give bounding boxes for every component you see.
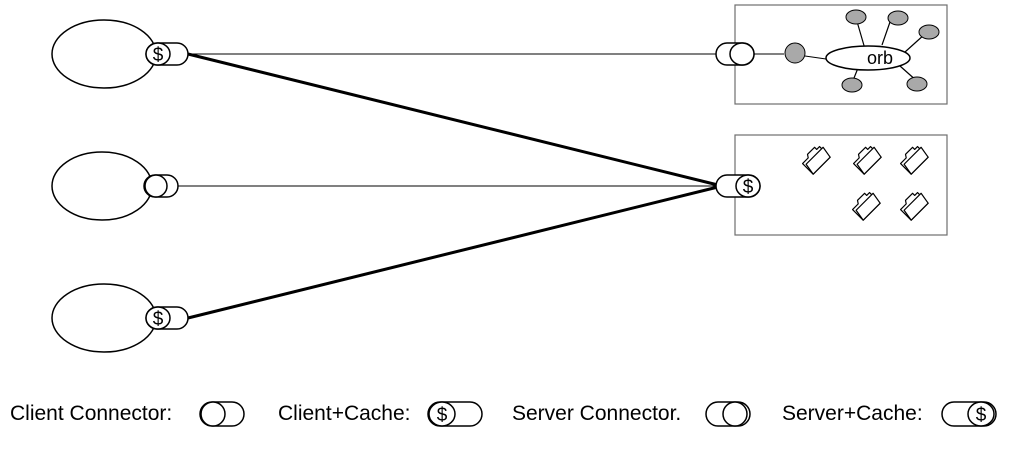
dollar-sign: $ [976,405,987,426]
folder-icon [899,145,929,175]
client-cache-connector: $ [145,42,189,66]
legend-client-cache-label: Client+Cache: [278,402,411,425]
folder-icon [852,145,882,175]
client-ellipse [51,283,157,353]
client-cache-connector: $ [145,306,189,330]
connections [176,52,723,320]
dollar-sign: $ [437,405,448,426]
orb-hub [825,45,911,71]
legend-server-cache-label: Server+Cache: [782,402,923,425]
folder-icon [851,191,881,221]
legend-client-connector-label: Client Connector: [10,402,172,425]
thick-line-client3-server-cache [187,184,723,320]
orb-label: orb [867,48,893,68]
legend-client-cache-symbol: $ [427,401,483,427]
client-ellipse [51,151,153,221]
file-server: $ [715,134,948,236]
orb-server: orb [715,4,948,105]
orb-satellite-nodes [841,9,940,93]
thick-line-client1-server-cache [187,52,723,188]
client-connector [143,174,179,198]
folders [801,145,929,221]
legend-client-connector-symbol [199,401,245,427]
client-ellipse [51,19,157,89]
dollar-sign: $ [153,45,164,66]
legend: Client Connector: Client+Cache: $ Server… [10,401,997,427]
server-cache-connector: $ [715,174,761,198]
client-node-3: $ [51,283,189,353]
client-node-1: $ [51,19,189,89]
dollar-sign: $ [743,177,754,198]
folder-icon [801,145,831,175]
legend-server-cache-symbol: $ [941,401,997,427]
server-connector [715,42,755,66]
legend-server-connector-symbol [705,401,751,427]
orb-gateway-node [784,42,806,64]
legend-server-connector-label: Server Connector. [512,402,681,425]
dollar-sign: $ [153,309,164,330]
folder-icon [899,191,929,221]
client-node-2 [51,151,179,221]
